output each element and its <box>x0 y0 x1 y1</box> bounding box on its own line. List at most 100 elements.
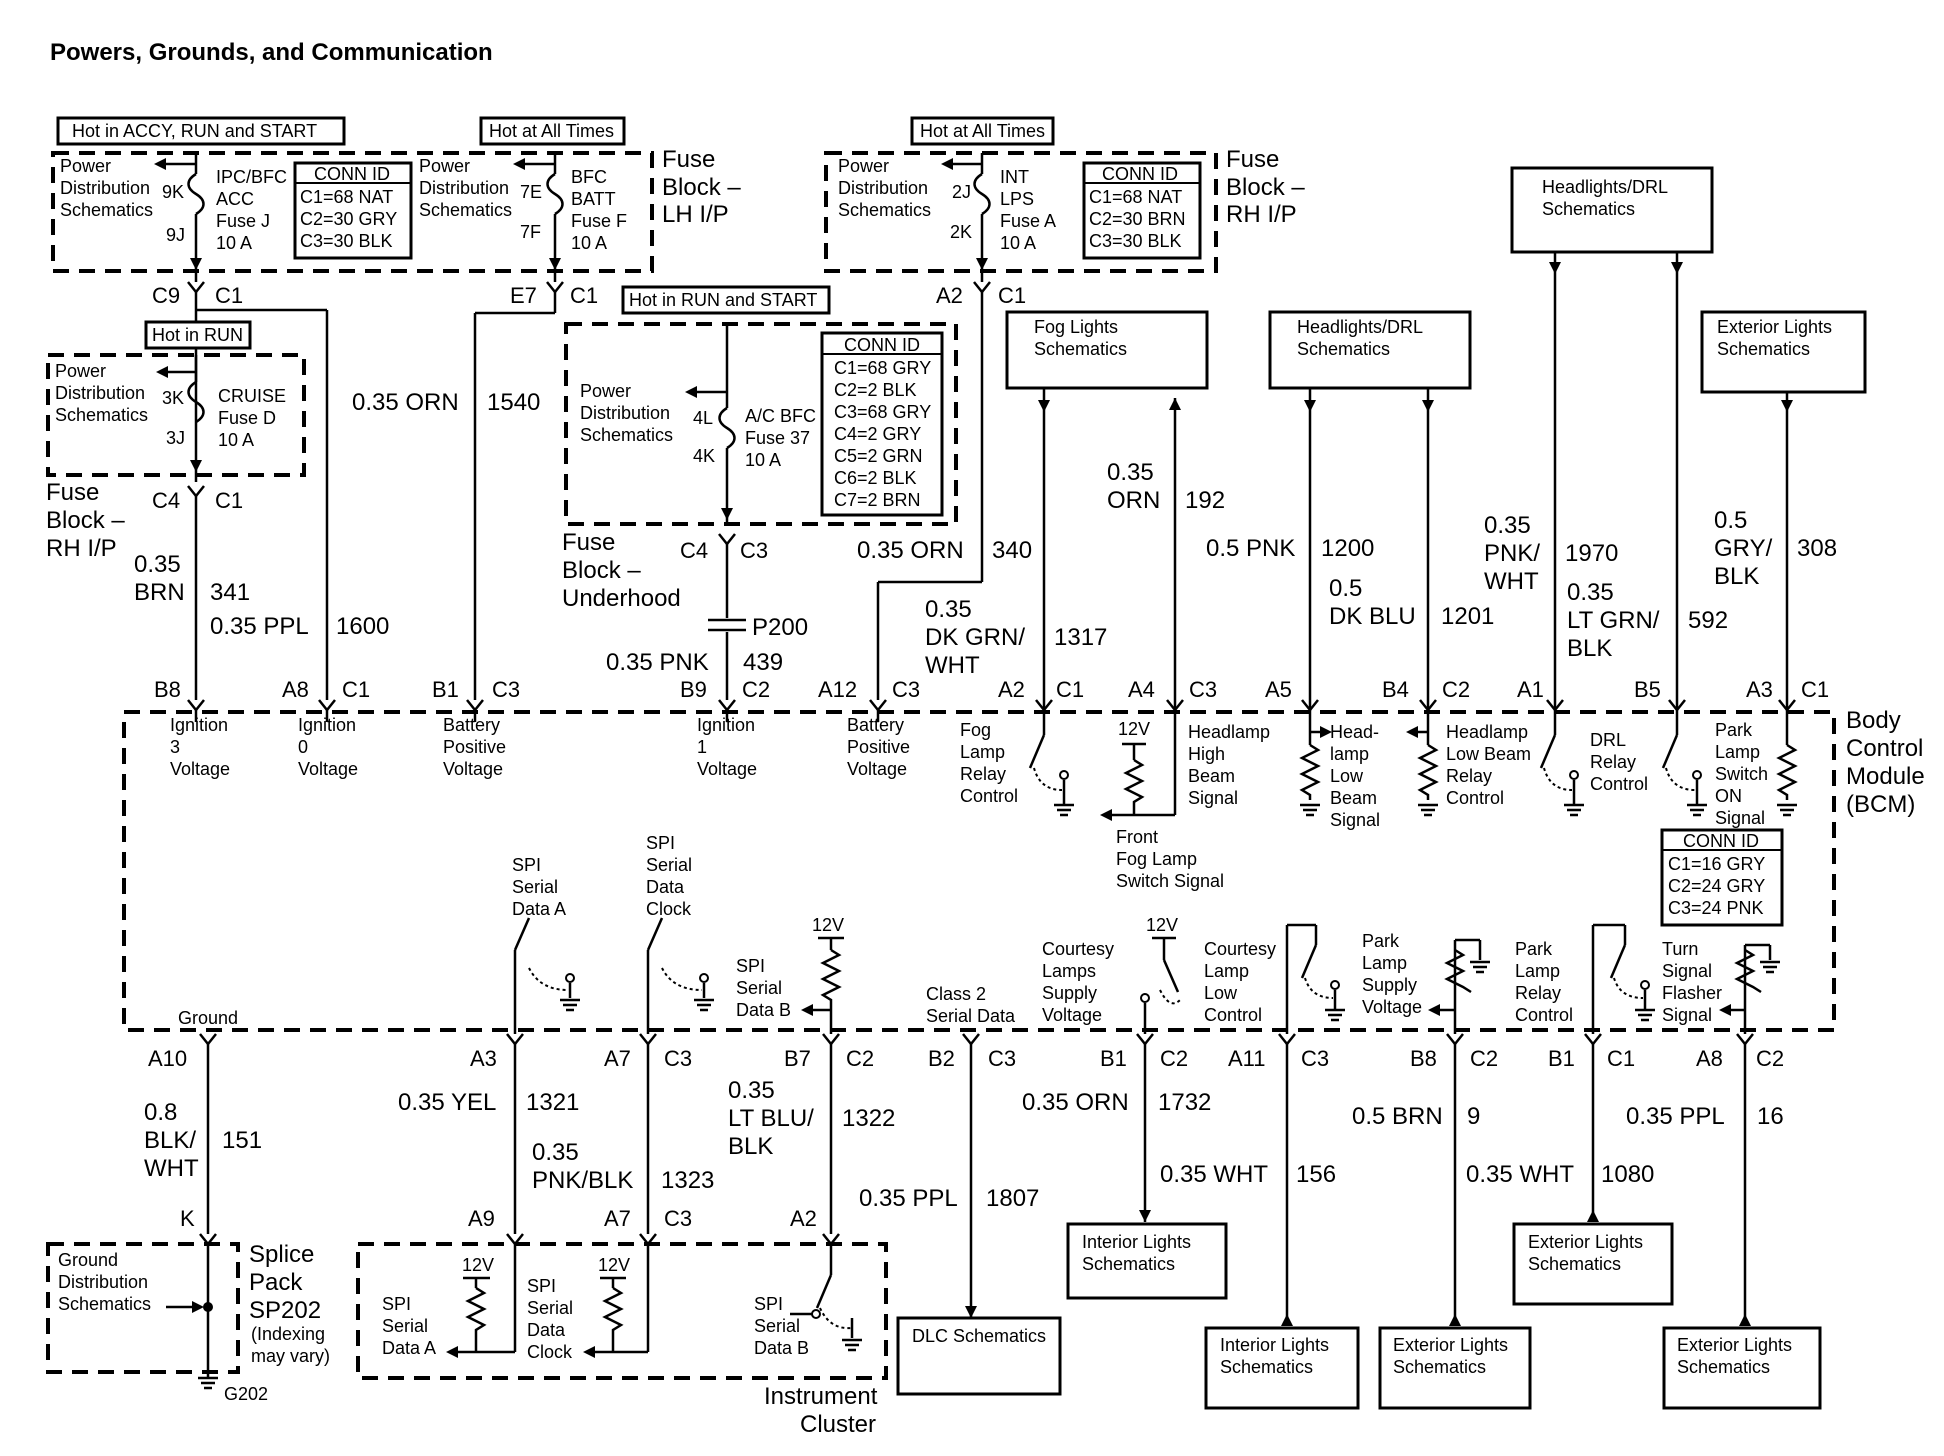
svg-text:may vary): may vary) <box>251 1346 330 1366</box>
svg-text:Serial: Serial <box>754 1316 800 1336</box>
svg-text:Signal: Signal <box>1715 808 1765 828</box>
box-headlights-drl-right[interactable]: Headlights/DRL Schematics <box>1510 166 1714 254</box>
svg-text:PNK/BLK: PNK/BLK <box>532 1167 633 1194</box>
fuse-f-icon <box>546 172 564 216</box>
svg-text:BATT: BATT <box>571 189 616 209</box>
svg-text:CONN ID: CONN ID <box>1102 164 1178 184</box>
svg-text:Exterior Lights: Exterior Lights <box>1393 1335 1508 1355</box>
svg-text:1200: 1200 <box>1321 535 1374 562</box>
svg-text:Serial: Serial <box>382 1316 428 1336</box>
svg-text:INT: INT <box>1000 167 1029 187</box>
fuse-block-rh-ip-cruise: Hot in RUN Power Distribution Schematics… <box>46 320 306 700</box>
wire-labels-bottom: 0.8 BLK/ WHT 151 0.35 YEL 1321 0.35 PNK/… <box>144 1077 1784 1212</box>
p200-label: P200 <box>752 614 808 641</box>
svg-text:4L: 4L <box>693 408 713 428</box>
svg-text:10 A: 10 A <box>571 233 607 253</box>
svg-text:Schematics: Schematics <box>1034 339 1127 359</box>
box-exterior-lights-top[interactable]: Exterior Lights Schematics <box>1700 310 1867 394</box>
ground-icon <box>1760 960 1780 974</box>
box-dlc-schematics[interactable]: DLC Schematics <box>896 1316 1062 1396</box>
switch-icon <box>1609 944 1627 979</box>
svg-text:Data: Data <box>646 877 685 897</box>
svg-text:Low: Low <box>1330 766 1364 786</box>
svg-text:CONN ID: CONN ID <box>314 164 390 184</box>
box-headlights-drl-mid[interactable]: Headlights/DRL Schematics <box>1268 310 1472 390</box>
svg-text:9J: 9J <box>166 225 185 245</box>
svg-text:Fog Lamp: Fog Lamp <box>1116 849 1197 869</box>
svg-text:0.5: 0.5 <box>1714 507 1747 534</box>
svg-text:G202: G202 <box>224 1384 268 1404</box>
svg-text:Schematics: Schematics <box>1220 1357 1313 1377</box>
svg-text:A2: A2 <box>790 1206 817 1231</box>
svg-text:Fuse J: Fuse J <box>216 211 270 231</box>
svg-text:BLK: BLK <box>1714 563 1759 590</box>
svg-text:Schematics: Schematics <box>1393 1357 1486 1377</box>
svg-text:Clock: Clock <box>527 1342 573 1362</box>
svg-text:0.8: 0.8 <box>144 1099 177 1126</box>
ground-icon <box>1635 1008 1655 1022</box>
fuse-d-icon <box>187 380 205 424</box>
svg-text:1317: 1317 <box>1054 624 1107 651</box>
svg-text:Relay: Relay <box>1515 983 1561 1003</box>
box-exterior-lights-1[interactable]: Exterior Lights Schematics <box>1378 1326 1532 1410</box>
svg-text:Distribution: Distribution <box>55 383 145 403</box>
arrow-icon <box>801 1004 813 1016</box>
svg-text:Instrument: Instrument <box>764 1383 878 1410</box>
svg-text:Cluster: Cluster <box>800 1411 876 1438</box>
arrow-icon <box>513 158 525 170</box>
svg-text:308: 308 <box>1797 535 1837 562</box>
svg-text:C6=2 BLK: C6=2 BLK <box>834 468 917 488</box>
svg-text:1: 1 <box>697 737 707 757</box>
arrow-icon <box>1100 809 1112 821</box>
svg-text:C3=68 GRY: C3=68 GRY <box>834 402 931 422</box>
svg-text:0.35 WHT: 0.35 WHT <box>1160 1161 1268 1188</box>
svg-text:C5=2 GRN: C5=2 GRN <box>834 446 923 466</box>
svg-text:Exterior Lights: Exterior Lights <box>1717 317 1832 337</box>
svg-text:A2: A2 <box>998 677 1025 702</box>
svg-text:C2=30 BRN: C2=30 BRN <box>1089 209 1186 229</box>
svg-text:0: 0 <box>298 737 308 757</box>
svg-text:Distribution: Distribution <box>58 1272 148 1292</box>
switch-icon <box>1162 959 1180 993</box>
arrow-icon <box>1449 1314 1461 1326</box>
box-exterior-lights-3[interactable]: Exterior Lights Schematics <box>1662 1326 1822 1410</box>
svg-text:Low Beam: Low Beam <box>1446 744 1531 764</box>
svg-text:Switch Signal: Switch Signal <box>1116 871 1224 891</box>
box-interior-lights-1[interactable]: Interior Lights Schematics <box>1066 1222 1228 1300</box>
svg-text:C1: C1 <box>570 283 598 308</box>
svg-text:Flasher: Flasher <box>1662 983 1722 1003</box>
svg-text:RH I/P: RH I/P <box>1226 201 1297 228</box>
svg-text:C3: C3 <box>988 1046 1016 1071</box>
svg-text:Class 2: Class 2 <box>926 984 986 1004</box>
box-exterior-lights-2[interactable]: Exterior Lights Schematics <box>1512 1222 1674 1306</box>
svg-text:Voltage: Voltage <box>170 759 230 779</box>
arrow-icon <box>583 1346 595 1358</box>
svg-text:Control: Control <box>1515 1005 1573 1025</box>
svg-text:C1: C1 <box>215 488 243 513</box>
box-fog-lights-schematics[interactable]: Fog Lights Schematics <box>1005 310 1209 390</box>
svg-text:0.35 PPL: 0.35 PPL <box>859 1185 958 1212</box>
svg-text:0.5 PNK: 0.5 PNK <box>1206 535 1295 562</box>
svg-text:Distribution: Distribution <box>60 178 150 198</box>
svg-text:WHT: WHT <box>1484 568 1539 595</box>
resistor-icon <box>1734 948 1762 994</box>
svg-text:C1=16 GRY: C1=16 GRY <box>1668 854 1765 874</box>
arrow-icon <box>1549 262 1561 274</box>
fuse-a-icon <box>973 172 991 216</box>
svg-text:Ignition: Ignition <box>170 715 228 735</box>
fuse-block-rh-ip: Hot at All Times Power Distribution Sche… <box>824 116 1305 700</box>
svg-text:592: 592 <box>1688 607 1728 634</box>
box-interior-lights-2[interactable]: Interior Lights Schematics <box>1204 1326 1360 1410</box>
svg-text:Lamp: Lamp <box>960 742 1005 762</box>
svg-text:A12: A12 <box>818 677 857 702</box>
svg-text:B2: B2 <box>928 1046 955 1071</box>
svg-text:7F: 7F <box>520 222 541 242</box>
svg-text:3K: 3K <box>162 388 184 408</box>
svg-text:A10: A10 <box>148 1046 187 1071</box>
svg-text:B7: B7 <box>784 1046 811 1071</box>
